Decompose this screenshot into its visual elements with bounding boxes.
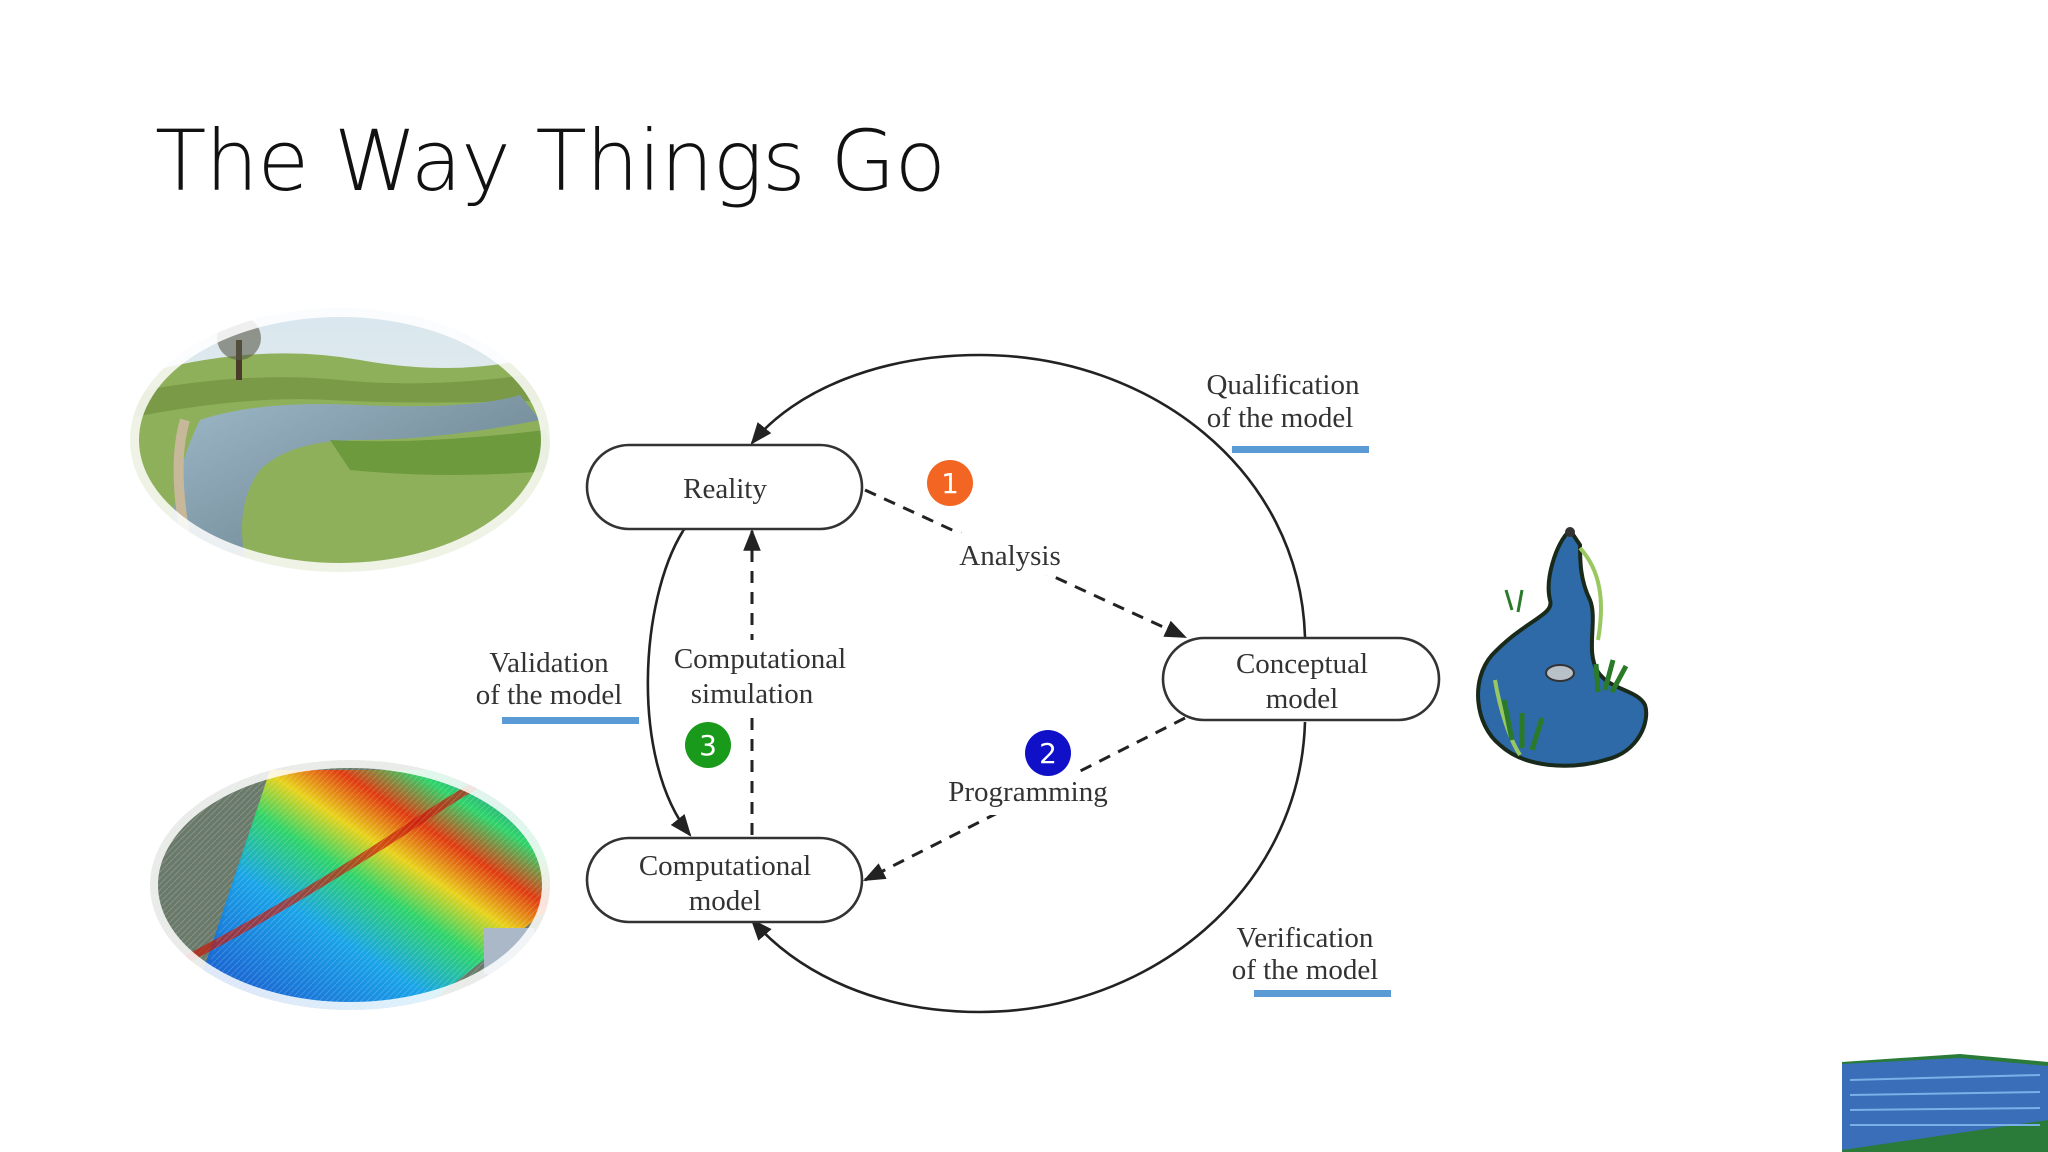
river-photo [121,299,559,581]
validation-arc[interactable] [646,509,701,837]
programming-label: Programming [948,776,1108,808]
slide-title: The Way Things Go [155,112,946,210]
badge-1: 1 [927,460,973,506]
node-conceptual-label-2: model [1266,683,1339,715]
qualification-label-2: of the model [1207,402,1354,434]
qualification-arc [750,353,1307,638]
qualification-underline [1232,446,1369,453]
svg-text:3: 3 [699,729,717,762]
badge-2: 2 [1025,730,1071,776]
rock-icon [1545,664,1575,682]
terrain-model [1842,1054,2048,1152]
node-conceptual-model[interactable]: Conceptual model [1161,636,1441,722]
verification-arc [750,721,1307,1014]
node-reality-label: Reality [683,473,767,505]
badge-3: 3 [685,722,731,768]
simulation-label-1: Computational [674,643,846,675]
analysis-label: Analysis [959,540,1061,572]
node-reality[interactable]: Reality [585,443,864,531]
node-computational-label-2: model [689,885,762,917]
node-computational-label-1: Computational [639,850,811,882]
svg-text:1: 1 [941,467,959,500]
node-computational-model[interactable]: Computational model [585,836,864,924]
verification-label-2: of the model [1232,954,1379,986]
river-illustration [1476,526,1649,768]
simulation-label-2: simulation [691,678,814,710]
mesh-simulation [142,752,558,1018]
verification-underline [1254,990,1391,997]
validation-label-2: of the model [476,679,623,711]
validation-label-1: Validation [489,647,609,679]
qualification-label-1: Qualification [1206,369,1360,401]
node-conceptual-label-1: Conceptual [1236,648,1368,680]
svg-text:2: 2 [1039,737,1057,770]
validation-underline [502,717,639,724]
verification-label-1: Verification [1237,922,1374,954]
